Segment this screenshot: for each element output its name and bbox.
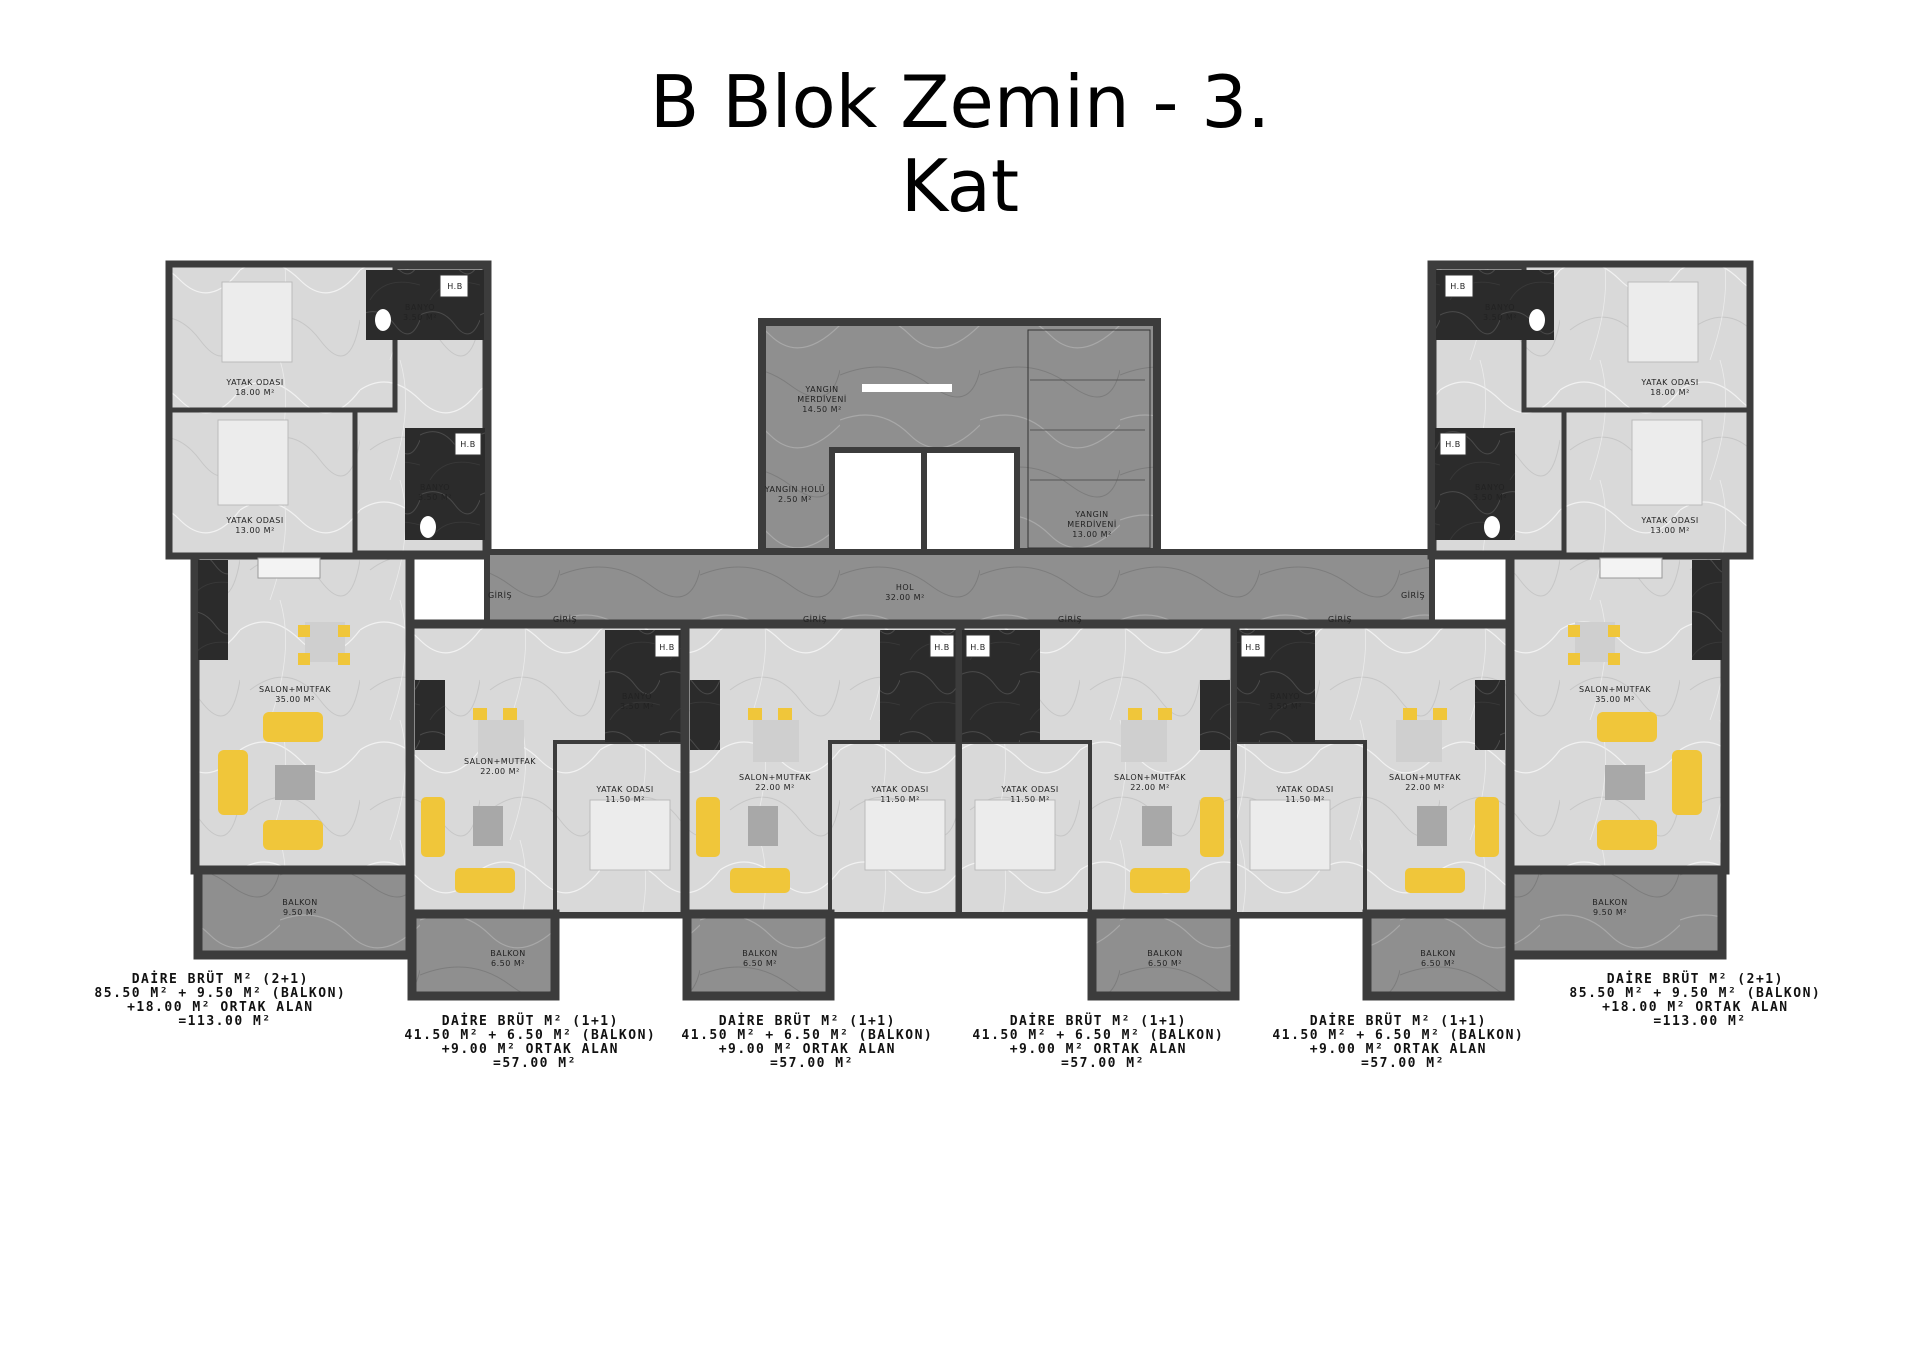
hb-right-1: H.B (1450, 282, 1465, 291)
unit-1plus1-b (680, 619, 965, 1001)
hb-d: H.B (1245, 643, 1260, 652)
core-stair-block (758, 318, 1161, 556)
lbl-entry-5: GİRİŞ (1328, 614, 1352, 624)
summary-1plus1-d: DAİRE BRÜT M² (1+1) 41.50 M² + 6.50 M² (… (1272, 1013, 1533, 1071)
hall-corridor (484, 549, 1435, 627)
unit-1plus1-c (955, 619, 1240, 1001)
hb-left-2: H.B (460, 440, 475, 449)
lbl-entry-6: GİRİŞ (1401, 590, 1425, 600)
title-line-1: B Blok Zemin - 3. (649, 60, 1271, 144)
lbl-entry-4: GİRİŞ (1058, 614, 1082, 624)
summary-1plus1-a: DAİRE BRÜT M² (1+1) 41.50 M² + 6.50 M² (… (404, 1013, 665, 1071)
lbl-entry-1: GİRİŞ (488, 590, 512, 600)
hb-left-1: H.B (447, 282, 462, 291)
hb-right-2: H.B (1445, 440, 1460, 449)
unit-1plus1-d (1230, 619, 1515, 1001)
title-line-2: Kat (900, 144, 1020, 228)
lbl-entry-3: GİRİŞ (803, 614, 827, 624)
summary-1plus1-c: DAİRE BRÜT M² (1+1) 41.50 M² + 6.50 M² (… (972, 1013, 1233, 1071)
hb-a: H.B (659, 643, 674, 652)
area-summaries: DAİRE BRÜT M² (2+1) 85.50 M² + 9.50 M² (… (94, 971, 1830, 1071)
lbl-entry-2: GİRİŞ (553, 614, 577, 624)
page-title: B Blok Zemin - 3. Kat (0, 60, 1920, 228)
summary-2plus1-left: DAİRE BRÜT M² (2+1) 85.50 M² + 9.50 M² (… (94, 971, 355, 1029)
hb-c: H.B (970, 643, 985, 652)
summary-2plus1-right: DAİRE BRÜT M² (2+1) 85.50 M² + 9.50 M² (… (1569, 971, 1830, 1029)
hb-b: H.B (934, 643, 949, 652)
summary-1plus1-b: DAİRE BRÜT M² (1+1) 41.50 M² + 6.50 M² (… (681, 1013, 942, 1071)
unit-2plus1-right (1427, 260, 1754, 960)
unit-1plus1-a (405, 619, 690, 1001)
